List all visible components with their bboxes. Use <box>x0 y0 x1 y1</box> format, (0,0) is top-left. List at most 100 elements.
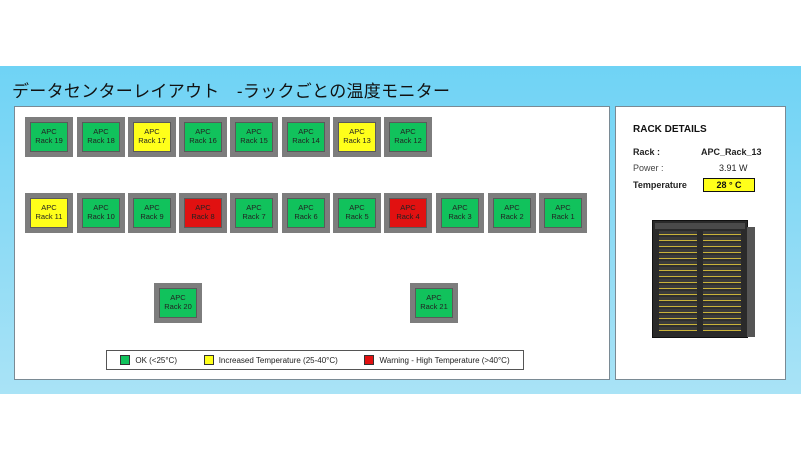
rack-name-label: Rack 16 <box>189 136 217 145</box>
rack-vendor-label: APC <box>298 127 314 136</box>
rack-name-label: Rack 21 <box>420 302 448 311</box>
rack-name-label: Rack 1 <box>551 212 575 221</box>
temperature-label: Temperature <box>633 180 687 190</box>
rack-value: APC_Rack_13 <box>701 147 762 157</box>
rack-name-label: Rack 5 <box>345 212 369 221</box>
legend-label-ok: OK (<25°C) <box>135 355 177 365</box>
legend-label-warning: Warning - High Temperature (>40°C) <box>379 355 510 365</box>
rack-vendor-label: APC <box>504 203 520 212</box>
power-label: Power : <box>633 163 664 173</box>
rack-vendor-label: APC <box>93 127 109 136</box>
rack-name-label: Rack 19 <box>35 136 63 145</box>
rack-vendor-label: APC <box>170 293 186 302</box>
rack-name-label: Rack 4 <box>396 212 420 221</box>
rack-name-label: Rack 14 <box>292 136 320 145</box>
rack-name-label: Rack 15 <box>240 136 268 145</box>
rack-name-label: Rack 20 <box>164 302 192 311</box>
rack-vendor-label: APC <box>93 203 109 212</box>
rack-name-label: Rack 2 <box>500 212 524 221</box>
temperature-legend: OK (<25°C) Increased Temperature (25-40°… <box>106 350 524 370</box>
temperature-value: 28 ° C <box>703 178 755 192</box>
rack-name-label: Rack 11 <box>35 212 63 221</box>
rack-vendor-label: APC <box>41 203 57 212</box>
rack-vendor-label: APC <box>349 203 365 212</box>
legend-item-ok: OK (<25°C) <box>120 355 177 365</box>
rack-vendor-label: APC <box>246 203 262 212</box>
rack-name-label: Rack 17 <box>138 136 166 145</box>
power-value: 3.91 W <box>719 163 748 173</box>
rack-name-label: Rack 13 <box>343 136 371 145</box>
legend-swatch-warning <box>364 355 375 365</box>
rack-name-label: Rack 12 <box>394 136 422 145</box>
legend-swatch-increased <box>203 355 214 365</box>
rack-vendor-label: APC <box>426 293 442 302</box>
rack-name-label: Rack 7 <box>242 212 266 221</box>
rack-vendor-label: APC <box>41 127 57 136</box>
rack-vendor-label: APC <box>246 127 262 136</box>
rack-name-label: Rack 6 <box>294 212 318 221</box>
rack-vendor-label: APC <box>144 203 160 212</box>
rack-name-label: Rack 3 <box>448 212 472 221</box>
legend-item-increased: Increased Temperature (25-40°C) <box>203 355 338 365</box>
rack-vendor-label: APC <box>400 127 416 136</box>
details-heading: RACK DETAILS <box>633 124 707 135</box>
legend-item-warning: Warning - High Temperature (>40°C) <box>364 355 510 365</box>
rack-label: Rack : <box>633 147 661 157</box>
legend-label-increased: Increased Temperature (25-40°C) <box>218 355 338 365</box>
rack-vendor-label: APC <box>298 203 314 212</box>
server-rack-cabinet-icon <box>652 220 755 338</box>
rack-name-label: Rack 18 <box>87 136 115 145</box>
legend-swatch-ok <box>120 355 131 365</box>
rack-vendor-label: APC <box>555 203 571 212</box>
rack-vendor-label: APC <box>195 203 211 212</box>
rack-name-label: Rack 9 <box>140 212 164 221</box>
rack-vendor-label: APC <box>195 127 211 136</box>
rack-vendor-label: APC <box>349 127 365 136</box>
rack-name-label: Rack 10 <box>87 212 115 221</box>
rack-name-label: Rack 8 <box>191 212 215 221</box>
rack-vendor-label: APC <box>400 203 416 212</box>
rack-vendor-label: APC <box>452 203 468 212</box>
rack-vendor-label: APC <box>144 127 160 136</box>
